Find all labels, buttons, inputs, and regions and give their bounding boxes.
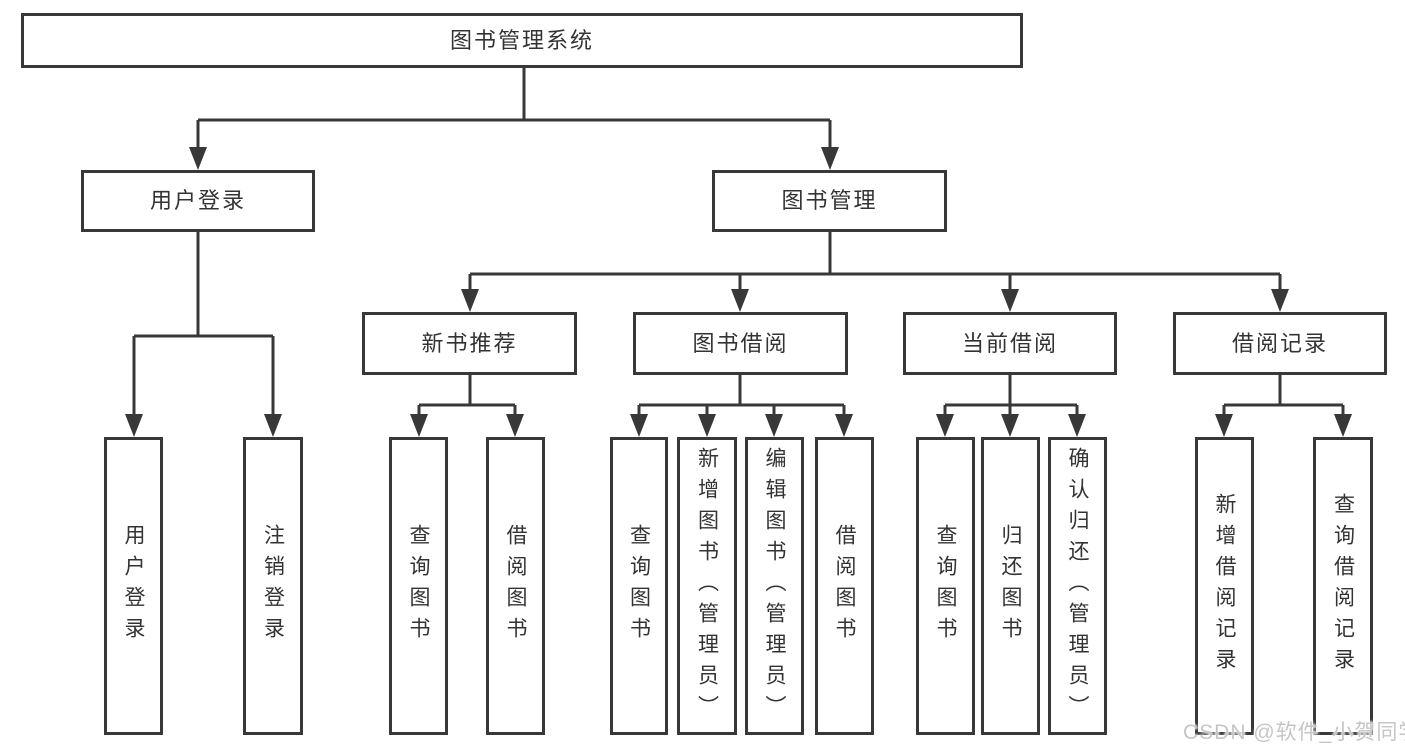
arrow-down-icon	[506, 414, 524, 437]
leaf-user-login: 用户登录	[104, 437, 163, 735]
arrow-down-icon	[936, 414, 954, 437]
arrow-down-icon	[698, 414, 716, 437]
arrow-down-icon	[630, 414, 648, 437]
arrow-down-icon	[1334, 414, 1352, 437]
leaf-newbook-borrow-books: 借阅图书	[486, 437, 545, 735]
node-user-login: 用户登录	[81, 170, 315, 232]
leaf-logout: 注销登录	[243, 437, 303, 735]
connector-bookmgmt-to-level3	[470, 232, 1280, 291]
leaf-current-confirm-return-admin: 确认归还（管理员）	[1048, 437, 1107, 735]
arrow-down-icon	[461, 289, 479, 312]
node-current-borrow: 当前借阅	[903, 312, 1117, 375]
arrow-down-icon	[821, 147, 839, 170]
connector-borrow-to-leaves	[639, 375, 844, 416]
node-book-management: 图书管理	[712, 170, 947, 232]
leaf-current-query-books: 查询图书	[916, 437, 975, 735]
arrow-down-icon	[1001, 289, 1019, 312]
arrow-down-icon	[1001, 414, 1019, 437]
leaf-newbook-query-books: 查询图书	[389, 437, 448, 735]
leaf-borrow-add-books-admin: 新增图书（管理员）	[677, 437, 737, 735]
arrow-down-icon	[765, 414, 783, 437]
arrow-down-icon	[1271, 289, 1289, 312]
connector-newbook-to-leaves	[419, 375, 515, 416]
leaf-records-add-record: 新增借阅记录	[1195, 437, 1254, 735]
connector-root-to-level2	[198, 68, 830, 149]
leaf-borrow-query-books: 查询图书	[610, 437, 668, 735]
arrow-down-icon	[410, 414, 428, 437]
connector-records-to-leaves	[1224, 375, 1343, 416]
leaf-borrow-edit-books-admin: 编辑图书（管理员）	[745, 437, 804, 735]
leaf-current-return-books: 归还图书	[981, 437, 1040, 735]
leaf-records-query-record: 查询借阅记录	[1313, 437, 1373, 735]
connector-login-to-leaves	[134, 232, 273, 416]
arrow-down-icon	[264, 414, 282, 437]
node-borrow-records: 借阅记录	[1173, 312, 1387, 375]
arrow-down-icon	[125, 414, 143, 437]
arrow-down-icon	[731, 289, 749, 312]
arrow-down-icon	[1068, 414, 1086, 437]
node-book-borrow: 图书借阅	[633, 312, 848, 375]
arrow-down-icon	[1215, 414, 1233, 437]
csdn-watermark: CSDN @软件_小贺同学	[1183, 716, 1405, 746]
leaf-borrow-borrow-books: 借阅图书	[815, 437, 874, 735]
node-new-book-recommend: 新书推荐	[362, 312, 577, 375]
connector-current-to-leaves	[945, 375, 1077, 416]
arrow-down-icon	[189, 147, 207, 170]
arrow-down-icon	[835, 414, 853, 437]
node-root-system: 图书管理系统	[21, 13, 1023, 68]
